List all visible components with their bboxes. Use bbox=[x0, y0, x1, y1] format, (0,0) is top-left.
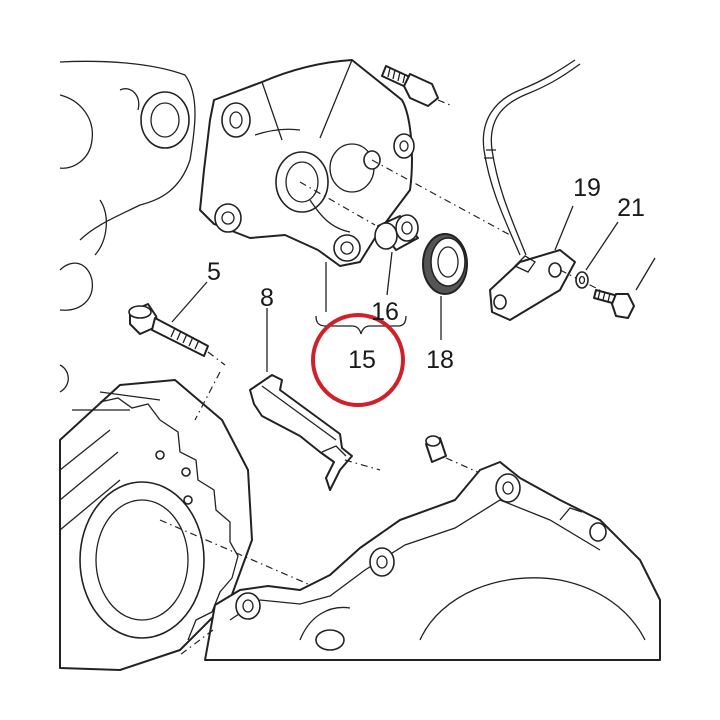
part-number-8: 8 bbox=[260, 284, 274, 312]
washer-and-screw-21 bbox=[575, 257, 656, 319]
stator-part bbox=[59, 371, 346, 671]
oil-seal-part-18 bbox=[422, 233, 468, 295]
engine-cover-part bbox=[179, 461, 661, 661]
part-number-21: 21 bbox=[617, 194, 645, 222]
leader-lines bbox=[171, 205, 619, 372]
crankcase-part bbox=[59, 60, 196, 393]
flange-bolt-top bbox=[381, 65, 451, 107]
bolt-part-5 bbox=[128, 303, 226, 366]
bushing-part-16 bbox=[374, 214, 419, 251]
sensor-part-19 bbox=[482, 59, 601, 321]
highlight-circle bbox=[311, 313, 405, 407]
group-brace-15 bbox=[315, 315, 407, 335]
part-number-5: 5 bbox=[207, 258, 221, 286]
part-number-15: 15 bbox=[348, 346, 376, 374]
part-number-19: 19 bbox=[573, 174, 601, 202]
part-number-18: 18 bbox=[426, 346, 454, 374]
bracket-part-8 bbox=[249, 374, 381, 491]
cover-housing bbox=[199, 59, 511, 267]
part-number-16: 16 bbox=[371, 298, 399, 326]
dowel-pin bbox=[425, 435, 501, 483]
